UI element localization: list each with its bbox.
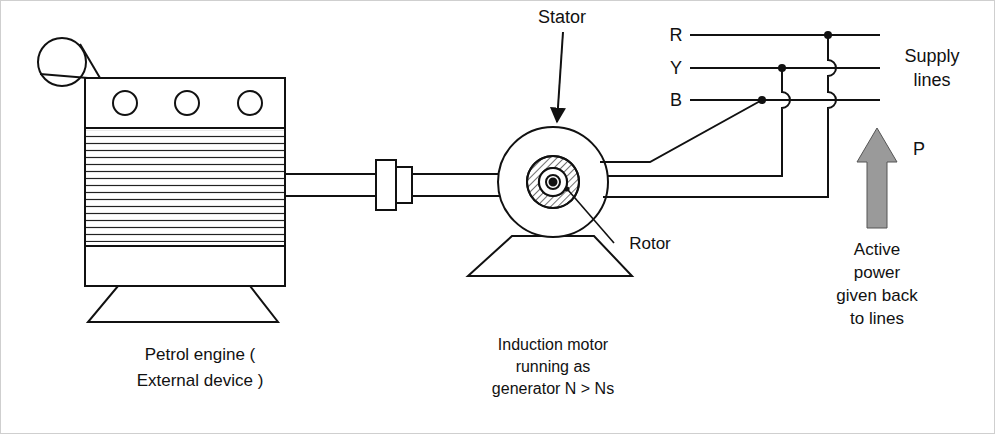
part-caption: Induction motor running as generator N >… (487, 334, 619, 400)
part-name: Stator (522, 6, 602, 28)
rotor-leader-dot (565, 187, 570, 192)
stator-pointer (557, 32, 563, 122)
stator-wires (600, 35, 836, 197)
line-name: R (665, 24, 687, 46)
part-caption: Petrol engine ( External device ) (115, 342, 285, 394)
part-name: Rotor (619, 233, 681, 255)
line-name: B (665, 89, 687, 111)
power-symbol: P (907, 138, 931, 160)
power-note: Active power given back to lines (836, 238, 918, 330)
petrol-engine (38, 38, 285, 322)
supply-lines (690, 35, 880, 100)
supply-label: Supply lines (896, 44, 968, 92)
junction-dots (758, 31, 832, 104)
shaft-coupling (285, 160, 520, 210)
power-arrow (857, 128, 897, 228)
induction-machine (468, 127, 632, 276)
line-name: Y (665, 57, 687, 79)
